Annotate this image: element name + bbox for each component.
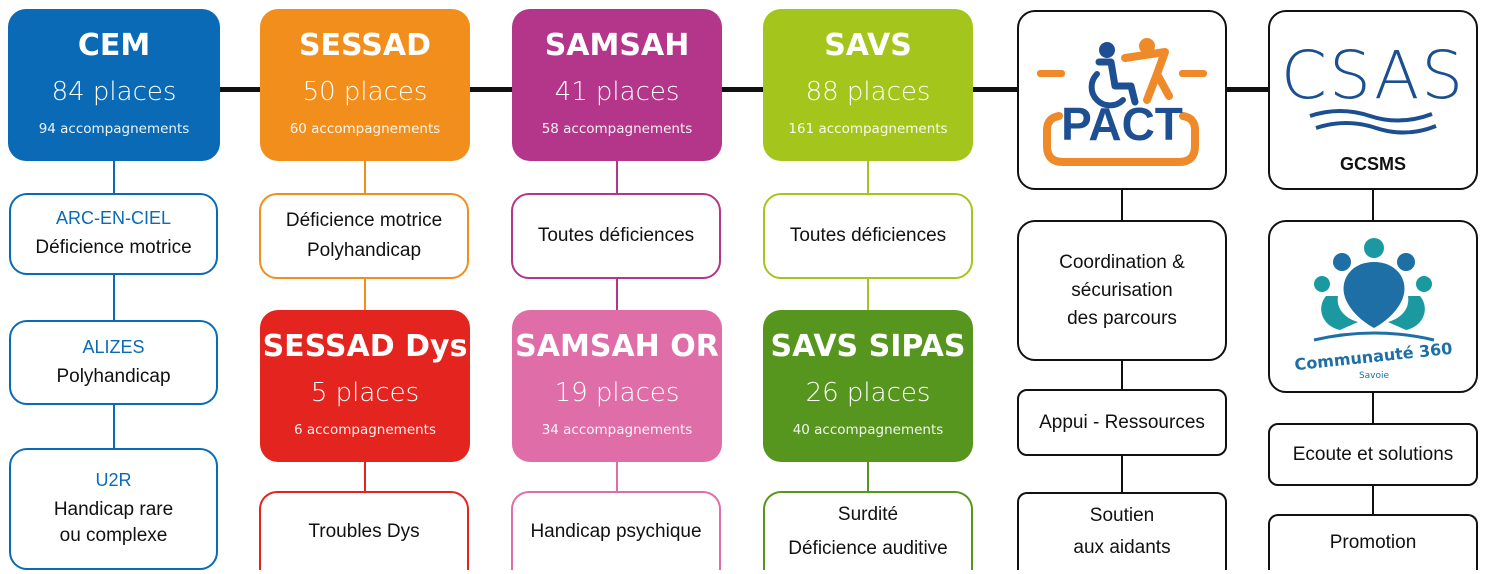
pact-connector-2	[1121, 361, 1123, 389]
pact-item-soutien-text: Soutien aux aidants	[1073, 505, 1171, 558]
pact-item-appui: Appui - Ressources	[1017, 389, 1227, 456]
samsah-or-header-box: SAMSAH OR 19 places 34 accompagnements	[512, 310, 722, 462]
sessad-dys-places: 5 places	[310, 378, 420, 408]
u2r-desc: Handicap rare ou complexe	[53, 499, 174, 546]
alizes-desc: Polyhandicap	[56, 365, 171, 387]
csas-logo-text: CSAS	[1281, 37, 1465, 114]
samsah-or-connector	[616, 462, 618, 491]
sessad-dys-desc: Troubles Dys	[308, 520, 420, 542]
samsah-or-desc-box: Handicap psychique	[511, 491, 721, 570]
samsah-or-title: SAMSAH OR	[515, 329, 719, 364]
sessad-desc: Déficience motrice Polyhandicap	[285, 210, 443, 261]
arc-en-ciel-name: ARC-EN-CIEL	[55, 208, 171, 228]
sessad-dys-title: SESSAD Dys	[262, 329, 468, 364]
cem-sub-arc-en-ciel: ARC-EN-CIEL Déficience motrice	[9, 193, 218, 275]
savs-sipas-title: SAVS SIPAS	[770, 329, 966, 364]
csas-connector-1	[1372, 190, 1374, 220]
communaute-360-sub: Savoie	[1359, 371, 1390, 381]
samsah-connector-1	[616, 161, 618, 193]
cem-places: 84 places	[51, 77, 177, 107]
savs-title: SAVS	[824, 28, 912, 63]
savs-sipas-header-box: SAVS SIPAS 26 places 40 accompagnements	[763, 310, 973, 462]
u2r-name: U2R	[95, 470, 132, 490]
pact-logo-box: PACT	[1017, 10, 1227, 190]
sessad-title: SESSAD	[298, 28, 432, 63]
cem-header-box: CEM 84 places 94 accompagnements	[8, 9, 220, 161]
pact-item-appui-text: Appui - Ressources	[1039, 411, 1205, 433]
sessad-dys-accompagnements: 6 accompagnements	[293, 422, 437, 438]
pact-item-coordination-text: Coordination & sécurisation des parcours	[1059, 251, 1185, 329]
pact-connector-1	[1121, 190, 1123, 220]
samsah-places: 41 places	[554, 77, 680, 107]
sessad-connector-1	[364, 161, 366, 193]
cem-title: CEM	[77, 28, 151, 63]
pact-item-soutien: Soutien aux aidants	[1017, 492, 1227, 570]
samsah-desc-box: Toutes déficiences	[511, 193, 721, 279]
savs-places: 88 places	[805, 77, 931, 107]
sessad-header-box: SESSAD 50 places 60 accompagnements	[260, 9, 470, 161]
sessad-connector-2	[364, 279, 366, 310]
sessad-dys-connector	[364, 462, 366, 491]
csas-item-promotion-text: Promotion	[1329, 532, 1417, 553]
sessad-desc-box: Déficience motrice Polyhandicap	[259, 193, 469, 279]
main-connector-line	[220, 87, 1270, 92]
cem-accompagnements: 94 accompagnements	[38, 121, 190, 137]
csas-connector-3	[1372, 486, 1374, 514]
csas-item-ecoute: Ecoute et solutions	[1268, 423, 1478, 486]
savs-sipas-accompagnements: 40 accompagnements	[792, 422, 944, 438]
csas-label: GCSMS	[1339, 154, 1406, 174]
cem-connector-1	[113, 161, 115, 193]
savs-sipas-connector	[867, 462, 869, 491]
samsah-or-accompagnements: 34 accompagnements	[541, 422, 693, 438]
savs-connector-1	[867, 161, 869, 193]
pact-connector-3	[1121, 456, 1123, 492]
samsah-connector-2	[616, 279, 618, 310]
samsah-title: SAMSAH	[544, 28, 690, 63]
csas-item-ecoute-text: Ecoute et solutions	[1292, 443, 1454, 465]
samsah-accompagnements: 58 accompagnements	[541, 121, 693, 137]
savs-sipas-desc: Surdité Déficience auditive	[788, 503, 948, 559]
sessad-dys-header-box: SESSAD Dys 5 places 6 accompagnements	[260, 310, 470, 462]
cem-connector-3	[113, 405, 115, 448]
pact-logo-text: PACT	[1061, 98, 1183, 150]
savs-desc: Toutes déficiences	[789, 225, 947, 246]
csas-logo: CSAS	[1281, 37, 1465, 135]
samsah-or-places: 19 places	[554, 378, 680, 408]
cem-sub-alizes: ALIZES Polyhandicap	[9, 320, 218, 405]
communaute-360-logo: Communauté 360 Savoie	[1294, 238, 1454, 381]
communaute-360-text: Communauté 360	[1294, 339, 1454, 374]
cem-sub-u2r: U2R Handicap rare ou complexe	[9, 448, 218, 570]
arc-en-ciel-desc: Déficience motrice	[35, 237, 192, 258]
savs-sipas-desc-box: Surdité Déficience auditive	[763, 491, 973, 570]
pact-logo: PACT	[1037, 38, 1207, 166]
cem-connector-2	[113, 275, 115, 320]
savs-header-box: SAVS 88 places 161 accompagnements	[763, 9, 973, 161]
pact-item-coordination: Coordination & sécurisation des parcours	[1017, 220, 1227, 361]
savs-sipas-places: 26 places	[805, 378, 931, 408]
alizes-name: ALIZES	[82, 336, 145, 357]
savs-desc-box: Toutes déficiences	[763, 193, 973, 279]
samsah-or-desc: Handicap psychique	[530, 520, 702, 542]
savs-accompagnements: 161 accompagnements	[788, 121, 948, 137]
sessad-dys-desc-box: Troubles Dys	[259, 491, 469, 570]
savs-connector-2	[867, 279, 869, 310]
sessad-accompagnements: 60 accompagnements	[289, 121, 441, 137]
csas-connector-2	[1372, 393, 1374, 423]
communaute-360-logo-box: Communauté 360 Savoie	[1268, 220, 1478, 393]
csas-item-promotion: Promotion	[1268, 514, 1478, 570]
sessad-places: 50 places	[302, 77, 428, 107]
samsah-desc: Toutes déficiences	[537, 225, 695, 246]
csas-logo-box: CSAS GCSMS	[1268, 10, 1478, 190]
samsah-header-box: SAMSAH 41 places 58 accompagnements	[512, 9, 722, 161]
